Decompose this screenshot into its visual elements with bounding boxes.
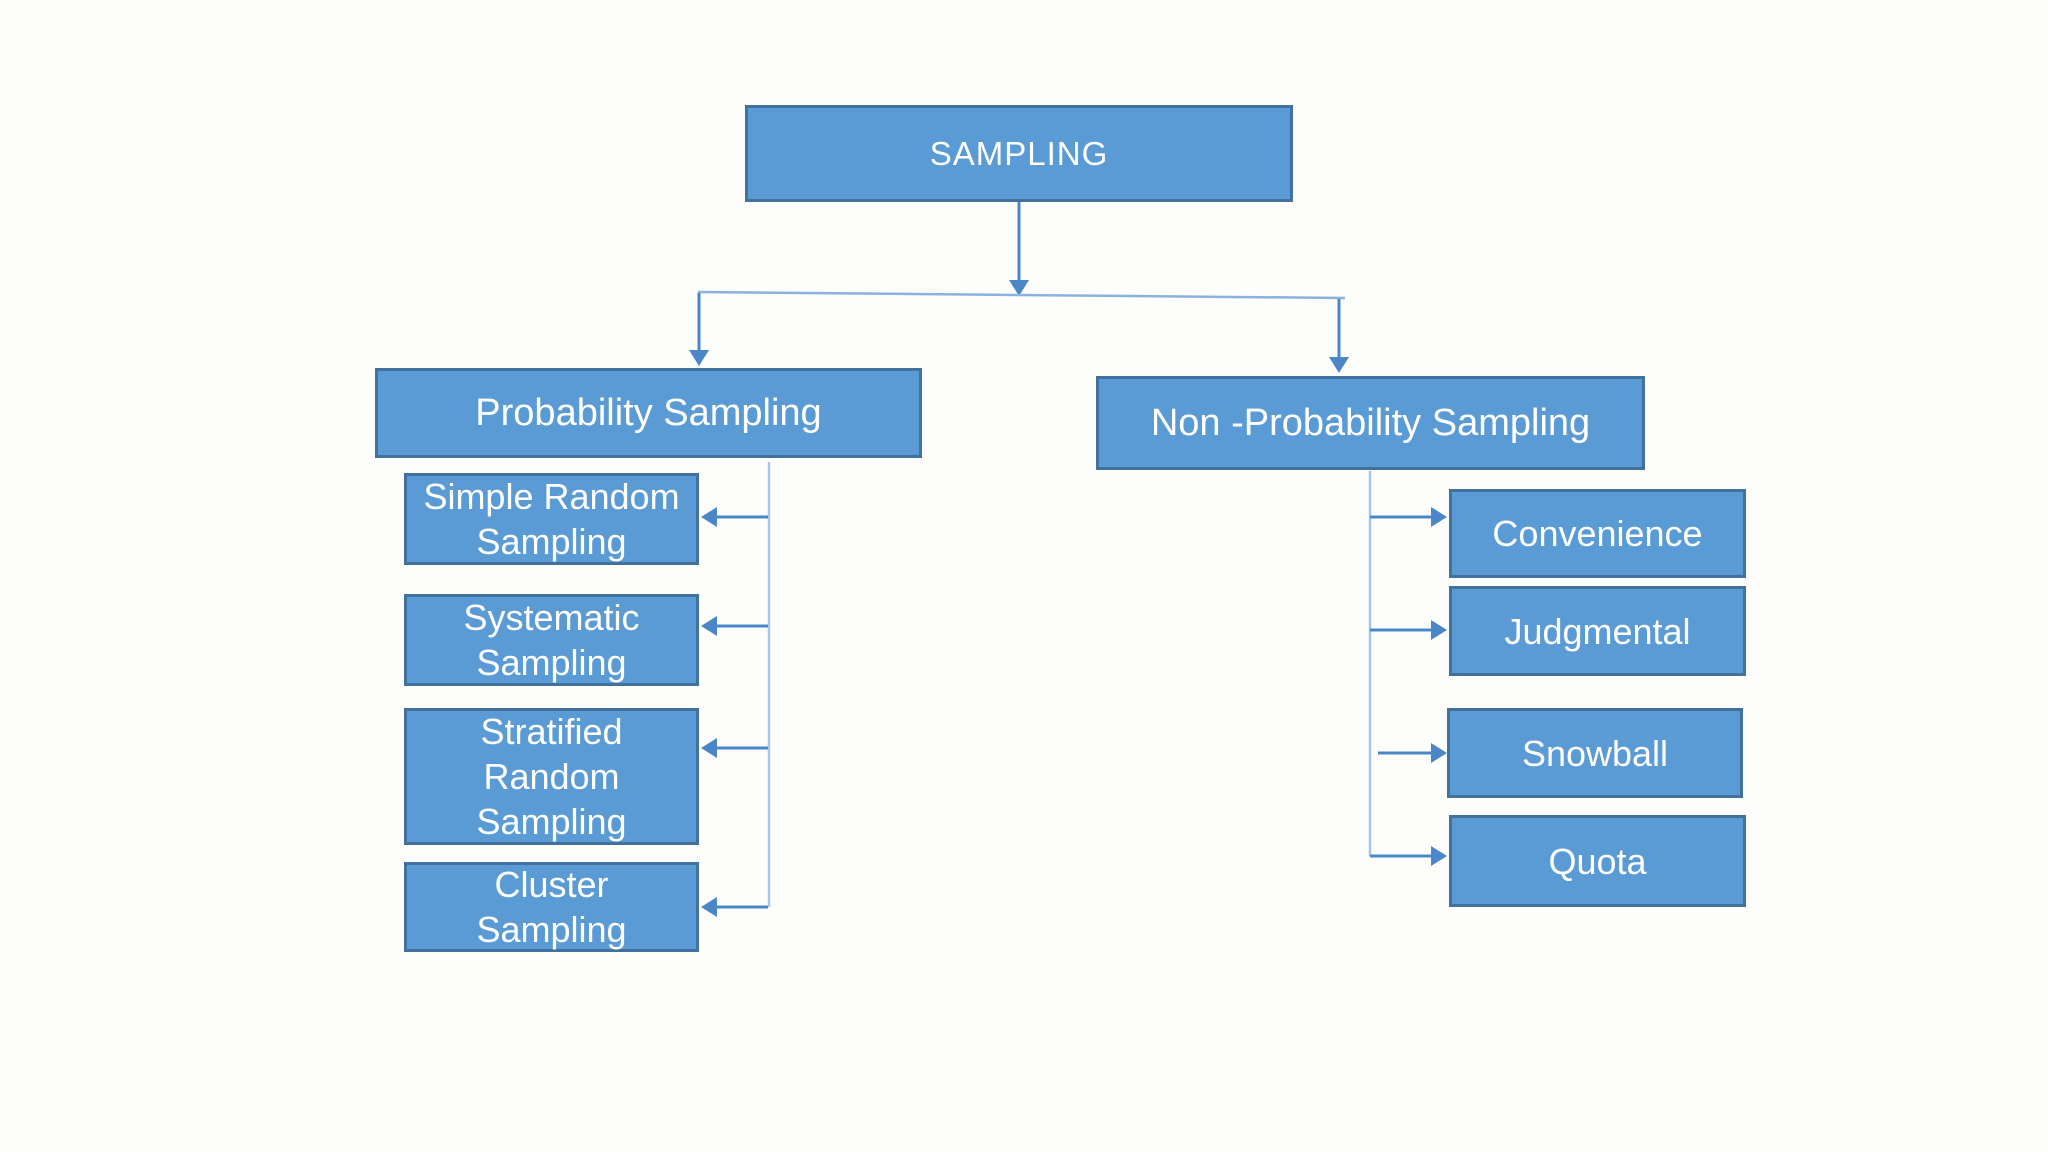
arrow-down-icon (1329, 357, 1349, 373)
arrow-left-icon (701, 507, 717, 527)
node-systematic-sampling: Systematic Sampling (404, 594, 699, 686)
arrow-right-icon (1431, 620, 1447, 640)
node-convenience: Convenience (1449, 489, 1746, 578)
node-simple-random-sampling: Simple Random Sampling (404, 473, 699, 565)
node-quota: Quota (1449, 815, 1746, 907)
arrow-down-icon (1009, 280, 1029, 296)
node-probability-sampling: Probability Sampling (375, 368, 922, 458)
node-snowball: Snowball (1447, 708, 1743, 798)
arrow-down-icon (689, 350, 709, 366)
node-non-probability-sampling: Non -Probability Sampling (1096, 376, 1645, 470)
connector-branch-crossbar (697, 290, 1346, 300)
arrow-right-icon (1431, 743, 1447, 763)
node-sampling: SAMPLING (745, 105, 1293, 202)
arrow-left-icon (701, 616, 717, 636)
node-stratified-random-sampling: Stratified Random Sampling (404, 708, 699, 845)
arrow-right-icon (1431, 846, 1447, 866)
node-judgmental: Judgmental (1449, 586, 1746, 676)
arrow-left-icon (701, 738, 717, 758)
arrow-right-icon (1431, 507, 1447, 527)
arrow-left-icon (701, 897, 717, 917)
node-cluster-sampling: Cluster Sampling (404, 862, 699, 952)
